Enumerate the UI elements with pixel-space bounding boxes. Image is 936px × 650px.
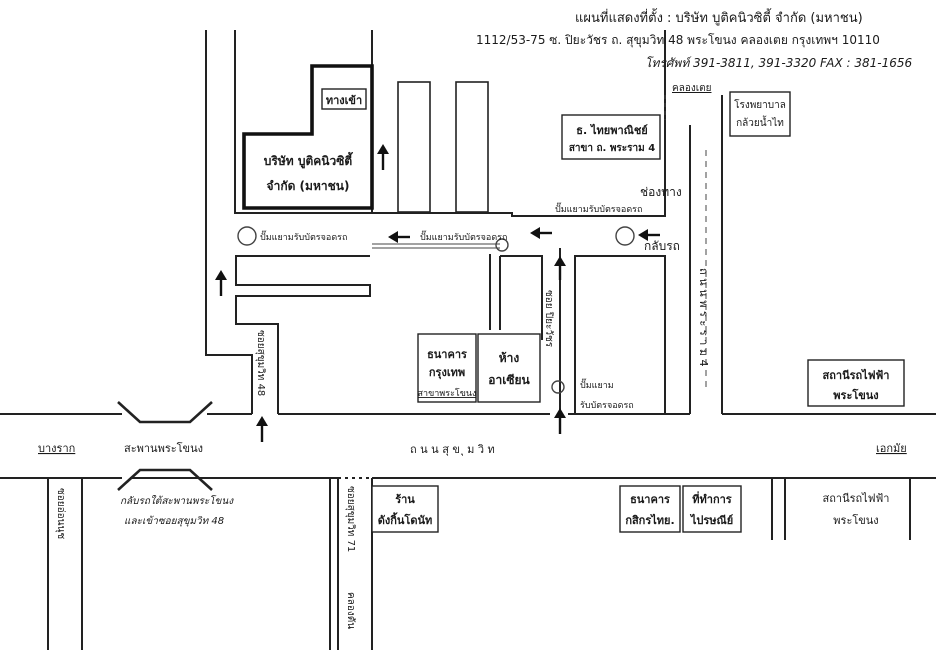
map-title: แผนที่แสดงที่ตั้ง : บริษัท บูติคนิวซิตี้… <box>575 8 863 26</box>
soi-west-lane <box>236 323 279 414</box>
post-office-line1: ที่ทำการ <box>692 491 732 506</box>
building-slim-2 <box>455 81 489 213</box>
khlong-toei-label: คลองเตย <box>672 83 711 94</box>
rama4-road-label: ถ น น พ ร ะ ร า ม 4 <box>697 268 710 367</box>
pump-circle-2 <box>495 238 509 252</box>
scb-bank-box <box>561 114 661 160</box>
bangkok-bank-line1: ธนาคาร <box>427 348 467 361</box>
pump-label-1: ปั๊มแยามรับบัตรจอดรถ <box>260 230 347 243</box>
kasikorn-line1: ธนาคาร <box>630 493 670 506</box>
bang-rak-label: บางราก <box>38 442 75 455</box>
arrow-up-icon <box>377 144 389 170</box>
pump-label-4-line2: รับบัตรจอดรถ <box>580 401 634 411</box>
entrance-label: ทางเข้า <box>326 94 362 107</box>
soi-piyawat-east <box>500 255 543 340</box>
bts-south-line1: สถานีรถไฟฟ้า <box>823 492 890 505</box>
bridge-label: สะพานพระโขนง <box>124 441 203 455</box>
bts-north-line1: สถานีรถไฟฟ้า <box>823 368 890 382</box>
entrance-box <box>321 88 367 110</box>
pump-label-2: ปั๊มแยามรับบัตรจอดรถ <box>420 230 507 243</box>
u-turn-note-line2: และเข้าซอยสุขุมวิท 48 <box>124 515 224 527</box>
block-east <box>574 255 666 414</box>
bangkok-bank-box <box>417 333 477 403</box>
sukhumvit-road-label: ถ น น สุ ข ุ ม วิ ท <box>410 443 495 456</box>
bridge-north <box>117 401 213 424</box>
company-address: 1112/53-75 ซ. ปิยะวัชร ถ. สุขุมวิท 48 พร… <box>476 33 880 48</box>
arrow-up-icon <box>554 256 566 280</box>
soi71-label: ซอยสุขุมวิท 71 <box>345 486 356 552</box>
u-turn-note-line1: กลับรถใต้สะพานพระโขนง <box>120 495 234 507</box>
arrow-left-icon <box>638 229 660 241</box>
arrow-up-icon <box>256 416 268 442</box>
post-office-box <box>682 485 742 533</box>
pump-circle-3 <box>615 226 635 246</box>
bts-south-line2: พระโขนง <box>833 513 878 527</box>
arrow-up-icon <box>554 408 566 434</box>
company-building <box>242 64 374 210</box>
soi48-label: ซอยสุขุมวิท 48 <box>255 330 266 396</box>
south-block-west <box>130 477 331 650</box>
company-name-line1: บริษัท บูติคนิวซิตี้ <box>264 151 354 169</box>
bangkok-bank-line2: กรุงเทพ <box>429 366 465 380</box>
dunkin-line1: ร้าน <box>395 493 415 506</box>
soi-piyawat-label: ซอย ปิยะวัชร <box>543 290 554 348</box>
soi-onnut <box>47 478 83 650</box>
south-block-east <box>780 477 911 540</box>
soi48-west-edge <box>205 30 253 414</box>
pump-label-4-line1: ปั๊มแยาม <box>580 378 614 391</box>
direction-arrows <box>215 144 660 442</box>
asian-mall-line2: อาเซียน <box>488 373 530 387</box>
inner-block-edge <box>372 30 666 217</box>
company-name-line2: จำกัด (มหาชน) <box>267 179 350 193</box>
pump-circle-1 <box>237 226 257 246</box>
bts-north-box <box>807 359 905 407</box>
asian-mall-box <box>477 333 541 403</box>
asian-mall-line1: ห้าง <box>499 351 520 365</box>
hospital-box <box>729 91 791 137</box>
ekkamai-label: เอกมัย <box>876 442 907 455</box>
buildings: ทางเข้า บริษัท บูติคนิวซิตี้ จำกัด (มหาช… <box>242 64 905 533</box>
scb-bank-branch: สาขา ถ. พระราม 4 <box>569 143 655 154</box>
south-block-mid <box>372 477 773 540</box>
scb-bank-name: ธ. ไทยพาณิชย์ <box>576 123 648 137</box>
lane-edge <box>372 243 500 249</box>
pumps: ปั๊มแยามรับบัตรจอดรถ ปั๊มแยามรับบัตรจอดร… <box>237 202 642 411</box>
pump-label-3: ปั๊มแยามรับบัตรจอดรถ <box>555 202 642 215</box>
u-turn-line1: ช่องทาง <box>640 185 682 199</box>
arrow-left-icon <box>388 231 410 243</box>
soi-onnut-label: ซอยอ่อนนุช <box>55 488 66 539</box>
company-phone: โทรศัพท์ 391-3811, 391-3320 FAX : 381-16… <box>645 56 912 70</box>
kasikorn-line2: กสิกรไทย. <box>625 513 674 527</box>
hospital-line2: กล้วยน้ำไท <box>736 115 784 129</box>
building-slim-1 <box>397 81 431 213</box>
rama4-road <box>689 95 723 414</box>
bts-north-line2: พระโขนง <box>833 388 878 402</box>
post-office-line2: ไปรษณีย์ <box>689 513 733 527</box>
hospital-line1: โรงพยาบาล <box>734 98 786 111</box>
kasikorn-box <box>619 485 681 533</box>
arrow-up-icon <box>215 270 227 296</box>
dunkin-line2: ดังกิ้นโดนัท <box>378 512 433 527</box>
u-turn-line2: กลับรถ <box>644 239 680 253</box>
dunkin-box <box>371 485 439 533</box>
bangkok-bank-branch: สาขาพระโขนง <box>418 388 477 399</box>
khlong-tan-label: คลองตัน <box>345 592 356 629</box>
bridge-south <box>117 468 213 491</box>
arrow-left-icon <box>530 227 552 239</box>
pump-circle-4 <box>551 380 565 394</box>
